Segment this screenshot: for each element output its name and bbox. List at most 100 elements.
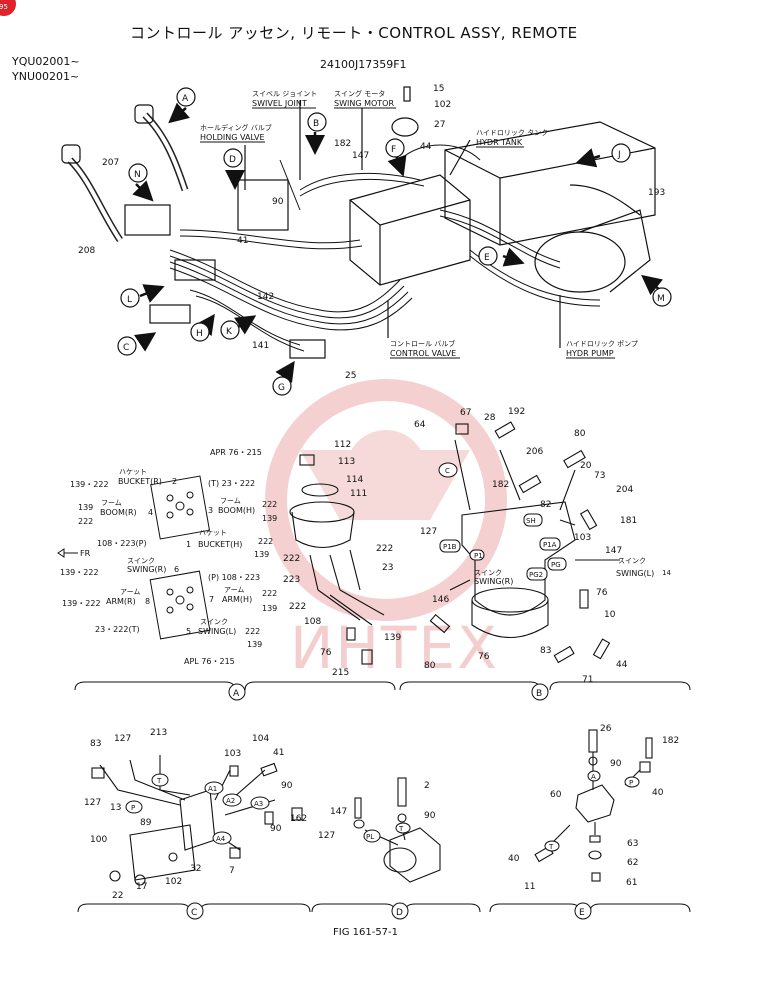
svg-text:207: 207 xyxy=(102,158,119,168)
svg-text:44: 44 xyxy=(420,142,432,152)
svg-text:T: T xyxy=(548,843,554,851)
svg-text:F: F xyxy=(391,145,396,155)
svg-text:7: 7 xyxy=(209,595,214,604)
svg-text:108・223(P): 108・223(P) xyxy=(97,539,147,548)
svg-text:5: 5 xyxy=(186,627,191,636)
svg-text:139・222: 139・222 xyxy=(60,568,99,577)
svg-text:G: G xyxy=(278,383,285,393)
svg-text:71: 71 xyxy=(582,675,593,685)
svg-text:2: 2 xyxy=(424,781,430,791)
svg-text:アーム: アーム xyxy=(120,588,140,596)
svg-text:146: 146 xyxy=(432,595,449,605)
svg-text:44: 44 xyxy=(616,660,628,670)
svg-text:スインク: スインク xyxy=(474,569,502,577)
svg-text:APL 76・215: APL 76・215 xyxy=(184,657,235,666)
svg-text:60: 60 xyxy=(550,790,562,800)
svg-text:SWING(L): SWING(L) xyxy=(616,569,654,578)
svg-text:90: 90 xyxy=(270,824,282,834)
svg-text:スイング モータ: スイング モータ xyxy=(334,89,385,98)
svg-text:D: D xyxy=(229,155,236,165)
svg-text:193: 193 xyxy=(648,188,665,198)
svg-text:40: 40 xyxy=(652,788,664,798)
section-dividers-top xyxy=(74,681,691,701)
svg-text:A: A xyxy=(182,94,189,104)
svg-text:フーム: フーム xyxy=(220,497,241,505)
svg-text:90: 90 xyxy=(281,781,293,791)
svg-text:113: 113 xyxy=(338,457,355,467)
svg-text:ホールディング バルブ: ホールディング バルブ xyxy=(200,123,272,132)
svg-text:SWING MOTOR: SWING MOTOR xyxy=(334,99,394,108)
svg-text:T: T xyxy=(398,825,404,833)
svg-text:89: 89 xyxy=(140,818,152,828)
svg-text:222: 222 xyxy=(245,627,260,636)
svg-text:104: 104 xyxy=(252,734,269,744)
watermark-logo: ИНТЕХ xyxy=(265,379,507,682)
svg-text:HYDR PUMP: HYDR PUMP xyxy=(566,349,614,358)
svg-text:BUCKET(H): BUCKET(H) xyxy=(198,540,242,549)
svg-text:SWIVEL JOINT: SWIVEL JOINT xyxy=(252,99,307,108)
svg-text:26: 26 xyxy=(600,724,612,734)
svg-text:コントロール バルブ: コントロール バルブ xyxy=(390,339,455,348)
svg-text:83: 83 xyxy=(90,739,101,749)
figure-number: FIG 161-57-1 xyxy=(333,927,399,938)
svg-text:フーム: フーム xyxy=(101,499,122,507)
svg-text:76: 76 xyxy=(478,652,490,662)
svg-text:J: J xyxy=(617,150,621,160)
corner-badge: 95 xyxy=(0,0,16,16)
svg-text:114: 114 xyxy=(346,475,363,485)
svg-text:6: 6 xyxy=(174,565,179,574)
svg-text:A: A xyxy=(591,773,596,781)
svg-text:HOLDING VALVE: HOLDING VALVE xyxy=(200,133,265,142)
svg-text:ARM(R): ARM(R) xyxy=(106,597,136,606)
svg-text:139・222: 139・222 xyxy=(70,480,109,489)
svg-text:E: E xyxy=(484,253,490,263)
svg-text:63: 63 xyxy=(627,839,638,849)
section-dividers-bottom xyxy=(77,902,691,920)
svg-text:20: 20 xyxy=(580,461,592,471)
svg-text:41: 41 xyxy=(273,748,284,758)
svg-text:8: 8 xyxy=(145,597,150,606)
section-label-c: C xyxy=(191,908,197,918)
svg-text:P1B: P1B xyxy=(443,543,457,551)
svg-text:127: 127 xyxy=(420,527,437,537)
svg-text:139・222: 139・222 xyxy=(62,599,101,608)
svg-text:C: C xyxy=(445,467,450,475)
svg-text:H: H xyxy=(196,329,203,339)
svg-text:147: 147 xyxy=(352,151,369,161)
svg-text:10: 10 xyxy=(604,610,616,620)
svg-text:PL: PL xyxy=(366,833,374,841)
detail-d: T PL 2 147 90 127 xyxy=(318,777,441,883)
svg-text:139: 139 xyxy=(384,633,401,643)
svg-text:142: 142 xyxy=(257,292,274,302)
svg-text:162: 162 xyxy=(290,814,307,824)
svg-text:PG2: PG2 xyxy=(529,571,543,579)
svg-text:61: 61 xyxy=(626,878,637,888)
svg-text:100: 100 xyxy=(90,835,107,845)
svg-text:BOOM(R): BOOM(R) xyxy=(100,508,137,517)
svg-text:17: 17 xyxy=(136,882,147,892)
svg-text:182: 182 xyxy=(492,480,509,490)
svg-text:90: 90 xyxy=(272,197,284,207)
svg-text:22: 22 xyxy=(112,891,123,901)
svg-text:73: 73 xyxy=(594,471,605,481)
svg-text:A1: A1 xyxy=(208,785,217,793)
svg-text:127: 127 xyxy=(114,734,131,744)
svg-text:13: 13 xyxy=(110,803,121,813)
svg-text:14: 14 xyxy=(662,569,671,577)
svg-text:アーム: アーム xyxy=(224,586,244,594)
svg-text:CONTROL VALVE: CONTROL VALVE xyxy=(390,349,456,358)
page-title: コントロール アッセン, リモート・CONTROL ASSY, REMOTE xyxy=(130,24,578,42)
svg-text:112: 112 xyxy=(334,440,351,450)
svg-text:102: 102 xyxy=(165,877,182,887)
svg-text:206: 206 xyxy=(526,447,543,457)
callouts xyxy=(132,102,663,384)
svg-text:103: 103 xyxy=(224,749,241,759)
svg-text:A2: A2 xyxy=(226,797,235,805)
svg-text:15: 15 xyxy=(433,84,444,94)
svg-text:SWING(L): SWING(L) xyxy=(198,627,236,636)
svg-text:A3: A3 xyxy=(254,800,263,808)
svg-text:ハイドロリック ポンプ: ハイドロリック ポンプ xyxy=(566,340,638,348)
svg-text:スインク: スインク xyxy=(618,557,646,565)
callout-circles xyxy=(117,87,672,396)
svg-text:P: P xyxy=(629,779,633,787)
